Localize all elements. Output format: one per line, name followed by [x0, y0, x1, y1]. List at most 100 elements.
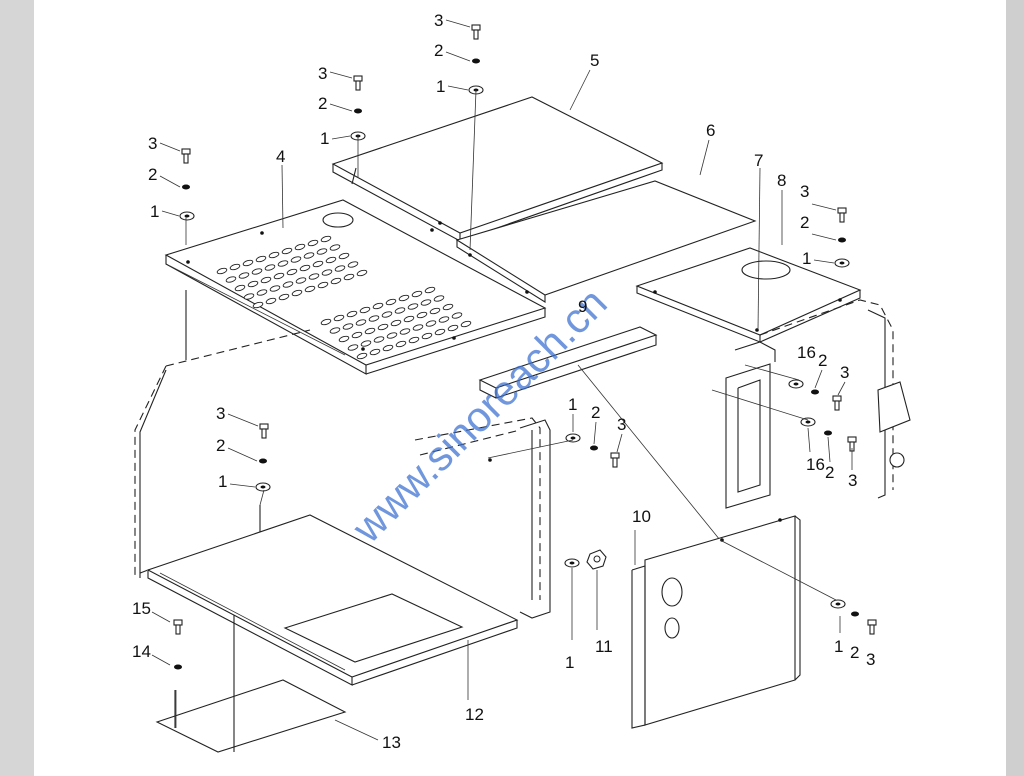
louver-slot [281, 247, 293, 255]
louver-slot [407, 303, 419, 310]
louver-slot [282, 281, 294, 288]
mount-hole [653, 290, 657, 294]
louver-slot [304, 285, 316, 293]
mount-hole [778, 518, 782, 522]
callout-bottom-1: 1 [834, 637, 843, 656]
louver-slot [294, 243, 306, 251]
bolt-icon [832, 395, 842, 411]
louver-slot [247, 280, 259, 288]
louver-slot [382, 344, 394, 352]
louver-slot [447, 324, 459, 332]
louver-slot [386, 332, 398, 339]
bolt-icon [181, 148, 191, 164]
louver-slot [408, 336, 420, 344]
lock-washer-icon [824, 430, 832, 436]
callout-14: 14 [132, 642, 151, 661]
lock-washer-icon [182, 184, 190, 190]
louver-slot [377, 323, 389, 331]
louver-slot [355, 319, 367, 326]
callout-top-1: 1 [436, 77, 445, 96]
louver-slot [425, 320, 437, 327]
louver-slot [317, 281, 329, 289]
louver-slot [395, 340, 407, 348]
louver-slot [364, 327, 376, 335]
louver-slot [442, 303, 454, 311]
callout-washer-1: 1 [565, 653, 574, 672]
panel-8-cover [635, 247, 862, 343]
louver-slot [329, 244, 341, 251]
louver-slot [312, 260, 324, 268]
louver-slot [290, 256, 302, 263]
louver-slot [369, 348, 381, 356]
callout-left-3: 3 [148, 134, 157, 153]
callout-8: 8 [777, 171, 786, 190]
louver-slot [372, 302, 384, 310]
louver-slot [242, 259, 254, 267]
flat-washer-icon [830, 599, 846, 609]
bolt-icon [173, 619, 183, 635]
callout-12: 12 [465, 705, 484, 724]
callout-right-3: 3 [800, 182, 809, 201]
page-shadow [1006, 0, 1024, 776]
louver-slot [291, 289, 303, 297]
louver-slot [321, 269, 333, 276]
callout-center-2: 2 [591, 403, 600, 422]
callout-left-1: 1 [150, 202, 159, 221]
bolt-icon [353, 75, 363, 91]
mount-hole [468, 253, 472, 257]
louver-slot [278, 293, 290, 301]
panel-5-cover [331, 96, 664, 242]
callout-16a-3: 3 [840, 363, 849, 382]
flat-washer-icon [788, 379, 804, 389]
louver-slot [216, 267, 228, 275]
part-7-bracket [725, 341, 776, 509]
fasteners [159, 19, 877, 670]
callout-top-3: 3 [434, 11, 443, 30]
louver-slot [429, 307, 441, 315]
louver-slot [225, 276, 237, 283]
louver-slot [356, 352, 368, 360]
louver-slot [438, 316, 450, 323]
louver-slot [420, 299, 432, 306]
louver-slot [451, 312, 463, 319]
callout-9: 9 [578, 297, 587, 316]
bolt-icon [610, 452, 620, 468]
callout-6: 6 [706, 121, 715, 140]
louver-slot [412, 324, 424, 331]
lock-washer-icon [174, 664, 182, 670]
louver-slot [424, 286, 436, 294]
louver-slot [334, 265, 346, 272]
louver-slot [243, 293, 255, 300]
louver-slot [338, 335, 350, 343]
callout-mid-2: 2 [318, 94, 327, 113]
louver-slot [359, 306, 371, 314]
part-12-floor-tray [146, 514, 519, 686]
bolt-icon [259, 423, 269, 439]
mount-hole [525, 290, 529, 294]
panel-4-louvered-cover [164, 199, 547, 375]
callout-5: 5 [590, 51, 599, 70]
callout-low-2: 2 [216, 436, 225, 455]
louver-slot [333, 314, 345, 322]
callout-7: 7 [754, 151, 763, 170]
lock-washer-icon [811, 389, 819, 395]
louver-slot [277, 260, 289, 267]
panel-6-cover [455, 180, 757, 303]
louver-slot [416, 311, 428, 319]
callout-bottom-3: 3 [866, 650, 875, 669]
callout-16-lower: 16 [806, 455, 825, 474]
mount-hole [488, 458, 492, 462]
bolt-icon [471, 24, 481, 40]
louver-slot [385, 298, 397, 306]
mount-hole [361, 347, 365, 351]
flat-washer-icon [565, 433, 581, 443]
bolt-icon [867, 619, 877, 635]
louver-slot [399, 328, 411, 335]
flat-washer-icon [834, 258, 850, 268]
louver-slot [460, 320, 472, 328]
callout-13: 13 [382, 733, 401, 752]
louver-slot [434, 328, 446, 336]
louver-slot [403, 315, 415, 323]
callout-left-2: 2 [148, 165, 157, 184]
